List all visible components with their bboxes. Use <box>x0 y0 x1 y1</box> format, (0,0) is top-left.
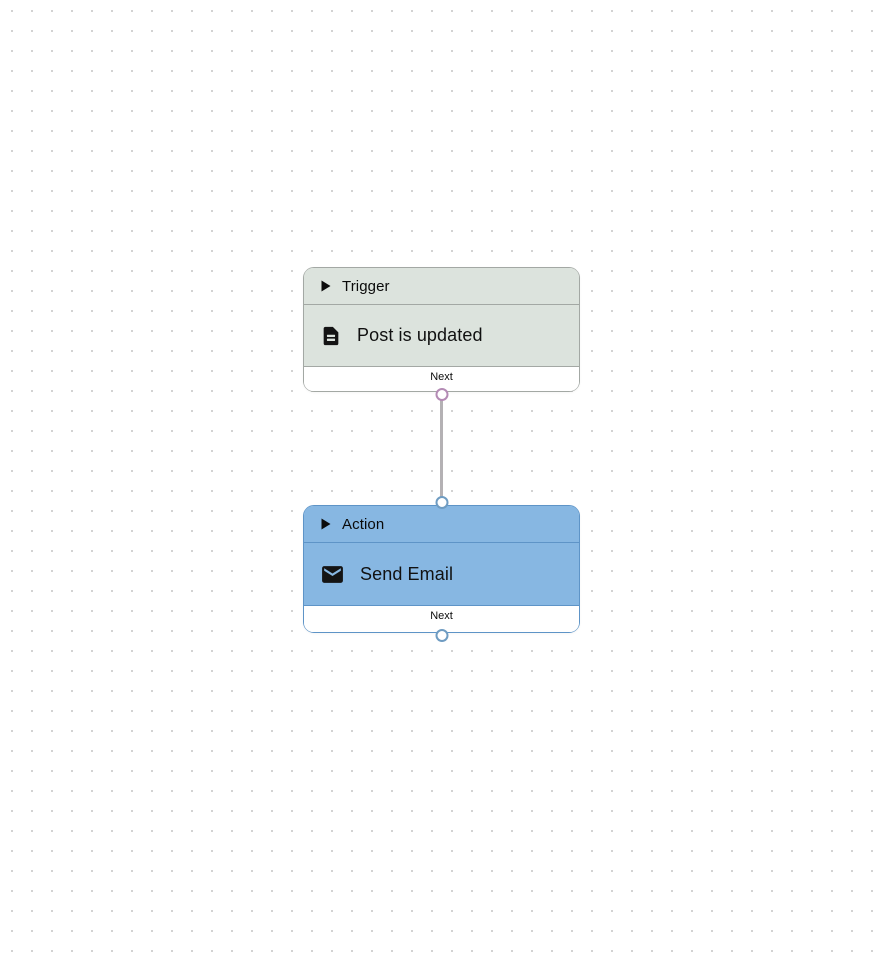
trigger-node-footer: Next <box>304 366 579 391</box>
email-icon <box>320 562 345 587</box>
action-node-body[interactable]: Send Email <box>304 543 579 605</box>
document-icon <box>320 324 342 348</box>
node-type-label: Action <box>342 515 385 533</box>
action-output-connector[interactable] <box>435 629 448 642</box>
action-node[interactable]: Action Send Email Next <box>303 496 580 642</box>
action-node-header[interactable]: Action <box>304 506 579 543</box>
next-port-label: Next <box>430 610 453 622</box>
node-title: Post is updated <box>357 325 483 345</box>
trigger-node[interactable]: Trigger Post is updated Next <box>303 267 580 401</box>
collapse-arrow-icon[interactable] <box>321 280 331 292</box>
edge-connection[interactable] <box>440 398 443 506</box>
trigger-node-header[interactable]: Trigger <box>304 268 579 305</box>
node-title: Send Email <box>360 563 454 584</box>
node-type-label: Trigger <box>342 277 390 295</box>
action-input-connector[interactable] <box>435 496 448 509</box>
next-port-label: Next <box>430 371 453 383</box>
collapse-arrow-icon[interactable] <box>321 518 331 530</box>
trigger-output-connector[interactable] <box>435 388 448 401</box>
action-node-footer: Next <box>304 605 579 632</box>
trigger-node-body[interactable]: Post is updated <box>304 305 579 366</box>
